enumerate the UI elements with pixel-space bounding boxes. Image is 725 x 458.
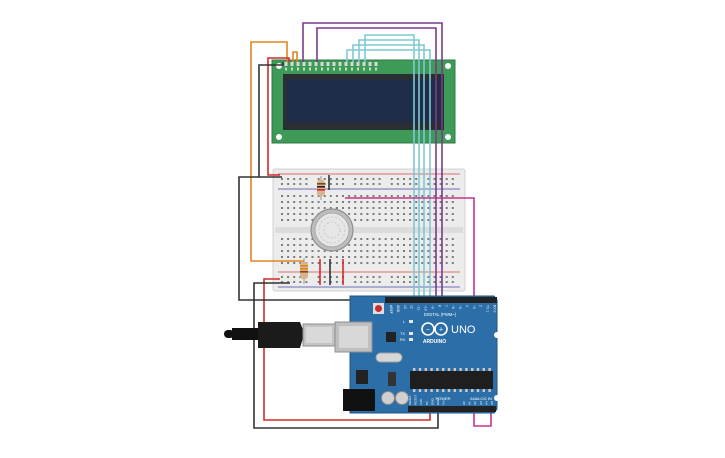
- power-pin-label: GND: [430, 397, 434, 405]
- digital-pin-label: 4: [465, 305, 469, 307]
- wires[interactable]: [238, 22, 492, 429]
- wire-cyan-2: [358, 39, 420, 300]
- reset-button[interactable]: [375, 305, 382, 312]
- power-analog-header[interactable]: [408, 406, 496, 412]
- crystal: [375, 352, 403, 363]
- lcd-display[interactable]: [271, 59, 456, 144]
- wire-black-3: [253, 282, 439, 429]
- gas-sensor-icon[interactable]: [310, 208, 354, 252]
- resistor-2[interactable]: [300, 258, 308, 284]
- led-label-rx: RX: [400, 338, 406, 342]
- wire-cyan-1: [364, 34, 415, 300]
- digital-header[interactable]: [385, 297, 497, 303]
- power-pin-label: 5V: [425, 400, 429, 405]
- digital-pin-label: ~11: [417, 305, 421, 311]
- wire-red-1: [267, 57, 290, 176]
- digital-pin-label: 7: [444, 305, 448, 307]
- digital-pin-label: RX 0: [493, 305, 497, 312]
- led-label-tx: TX: [400, 332, 405, 336]
- wire-orange-1: [250, 41, 304, 262]
- digital-label: DIGITAL (PWM~): [424, 312, 457, 317]
- digital-pin-label: 12: [410, 305, 414, 309]
- analog-pin-label: A5: [490, 401, 494, 405]
- power-pin-label: GND: [436, 397, 440, 405]
- usb-cable-icon: [224, 322, 336, 348]
- digital-pin-label: ~5: [458, 305, 462, 309]
- svg-text:+: +: [439, 327, 443, 334]
- digital-pin-label: AREF: [389, 305, 393, 314]
- wire-cyan-4: [346, 49, 431, 300]
- svg-text:−: −: [426, 327, 430, 334]
- arduino-uno-board[interactable]: − + ARDUINO UNO DIGITAL (PWM~) POWER ANA…: [334, 295, 500, 414]
- analog-label: ANALOG IN: [470, 396, 492, 401]
- analog-pin-label: A3: [479, 401, 483, 405]
- digital-pin-label: ~10: [424, 305, 428, 311]
- wire-black-1: [258, 62, 284, 177]
- arduino-brand: ARDUINO: [423, 339, 446, 345]
- wire-orange-2: [292, 51, 298, 62]
- wire-magenta-1: [345, 197, 492, 427]
- digital-pin-label: ~6: [451, 305, 455, 309]
- power-label: POWER: [435, 396, 450, 401]
- digital-pin-label: 2: [479, 305, 483, 307]
- arduino-logo: − +: [421, 322, 448, 336]
- wire-purple-2: [316, 27, 437, 300]
- lcd-header-pins[interactable]: [284, 62, 378, 71]
- digital-pin-label: 8: [437, 305, 441, 307]
- wire-cyan-3: [352, 44, 425, 300]
- wire-purple-1: [302, 22, 443, 300]
- resistor-1[interactable]: [317, 176, 325, 200]
- breadboard-holes: [281, 178, 454, 283]
- wire-red-2: [263, 278, 431, 421]
- atmega-chip: [410, 371, 493, 389]
- analog-pin-label: A0: [462, 401, 466, 405]
- analog-pin-label: A2: [473, 401, 477, 405]
- digital-pin-label: 13: [403, 305, 407, 309]
- power-pin-label: 3.3V: [419, 398, 423, 405]
- wire-black-2: [238, 176, 355, 301]
- digital-pin-label: ~3: [472, 305, 476, 309]
- analog-pin-label: A4: [484, 401, 488, 405]
- digital-pin-label: TX 1: [486, 305, 490, 312]
- digital-pin-label: ~9: [430, 305, 434, 309]
- arduino-model: UNO: [451, 324, 476, 336]
- digital-pin-label: GND: [396, 305, 400, 313]
- power-pin-label: Vin: [442, 400, 446, 405]
- lcd-screen: [287, 80, 440, 122]
- led-label-l: L: [403, 320, 405, 324]
- power-pin-label: RESET: [414, 395, 418, 405]
- power-jack[interactable]: [343, 389, 375, 411]
- analog-pin-label: A1: [468, 401, 472, 405]
- power-pin-label: IOREF: [408, 395, 412, 405]
